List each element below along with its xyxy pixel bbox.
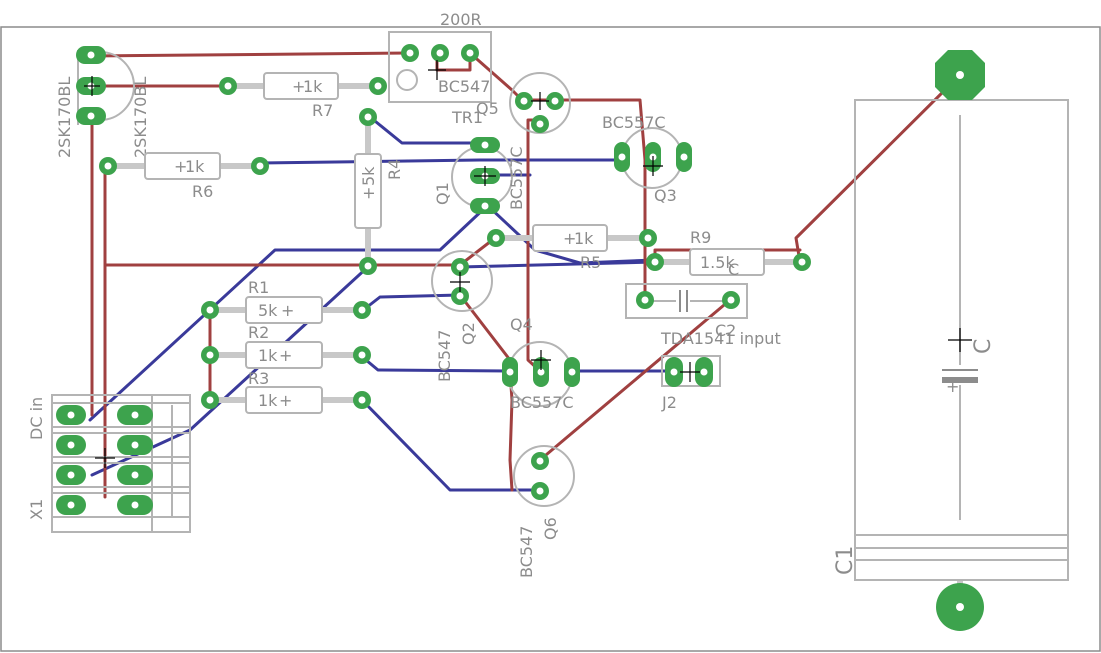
- q4-value: BC557C: [510, 393, 574, 412]
- q6-ref: Q6: [541, 517, 560, 540]
- c1-ref: C1: [833, 546, 858, 575]
- r3-ref: R3: [248, 369, 269, 388]
- svg-text:+: +: [174, 157, 187, 176]
- pads: [56, 44, 985, 631]
- r4-ref: R4: [385, 159, 404, 180]
- svg-text:+: +: [946, 377, 959, 396]
- q2-ref: Q2: [459, 322, 478, 345]
- r7-ref: R7: [312, 101, 333, 120]
- r6-value: 1k: [185, 157, 205, 176]
- jfet-pair: 2SK170BL 2SK170BL: [55, 50, 150, 158]
- r5-ref: R5: [580, 253, 601, 272]
- r1-value: 5k: [258, 301, 278, 320]
- c2-ref: C2: [715, 321, 736, 340]
- r9-ref: R9: [690, 228, 711, 247]
- resistor-r1: 5k + R1: [210, 278, 362, 324]
- r5-value: 1k: [574, 229, 594, 248]
- svg-text:+: +: [563, 229, 576, 248]
- q1-ref: Q1: [433, 182, 452, 205]
- header-j2: TDA1541 input J2: [660, 329, 781, 412]
- q4-ref: Q4: [510, 315, 533, 334]
- j2-ref: J2: [661, 393, 677, 412]
- transistor-q4: Q4 BC557C: [507, 315, 574, 412]
- q2-value: BC547: [435, 330, 454, 382]
- x1-value: DC in: [27, 397, 46, 440]
- svg-text:+: +: [279, 391, 292, 410]
- q6-value: BC547: [517, 526, 536, 578]
- trimmer-200r: 200R BC547 TR1: [388, 10, 492, 127]
- tr1-ref: TR1: [451, 108, 483, 127]
- transistor-q1: BC557C Q1: [433, 146, 526, 210]
- capacitor-c1: + C C1: [833, 75, 1069, 607]
- tr1-value: BC547: [438, 77, 490, 96]
- r3-value: 1k: [258, 391, 278, 410]
- r1-ref: R1: [248, 278, 269, 297]
- svg-text:+: +: [359, 187, 378, 200]
- r9-value: 1.5k: [700, 253, 735, 272]
- trimmer-name: 200R: [440, 10, 482, 29]
- top-traces: [88, 51, 962, 499]
- x1-ref: X1: [27, 499, 46, 520]
- svg-text:+: +: [281, 301, 294, 320]
- resistor-r4: + 5k R4: [354, 120, 404, 266]
- r6-ref: R6: [192, 182, 213, 201]
- r2-value: 1k: [258, 346, 278, 365]
- r2-ref: R2: [248, 323, 269, 342]
- jfet-upper-value: 2SK170BL: [55, 77, 74, 158]
- r7-value: 1k: [303, 77, 323, 96]
- resistor-r7: + 1k R7: [228, 72, 378, 120]
- q5-ref: Q5: [476, 99, 499, 118]
- c2-value: C: [728, 260, 739, 279]
- transistor-q6: BC547 Q6: [513, 445, 575, 578]
- c1-value: C: [971, 339, 996, 354]
- q3-value: BC557C: [602, 113, 666, 132]
- resistor-r2: 1k + R2: [210, 323, 362, 369]
- jfet-lower-value: 2SK170BL: [131, 77, 150, 158]
- resistor-r3: 1k + R3: [210, 369, 362, 414]
- svg-text:+: +: [292, 77, 305, 96]
- q3-ref: Q3: [654, 186, 677, 205]
- j2-value: TDA1541 input: [660, 329, 781, 348]
- r4-value: 5k: [359, 166, 378, 186]
- resistor-r6: + 1k R6: [108, 152, 260, 201]
- transistor-q2: BC547 Q2: [431, 250, 493, 382]
- connector-x1: DC in X1: [27, 394, 191, 533]
- board-outline: [0, 26, 1101, 652]
- q1-value: BC557C: [507, 146, 526, 210]
- svg-text:+: +: [279, 346, 292, 365]
